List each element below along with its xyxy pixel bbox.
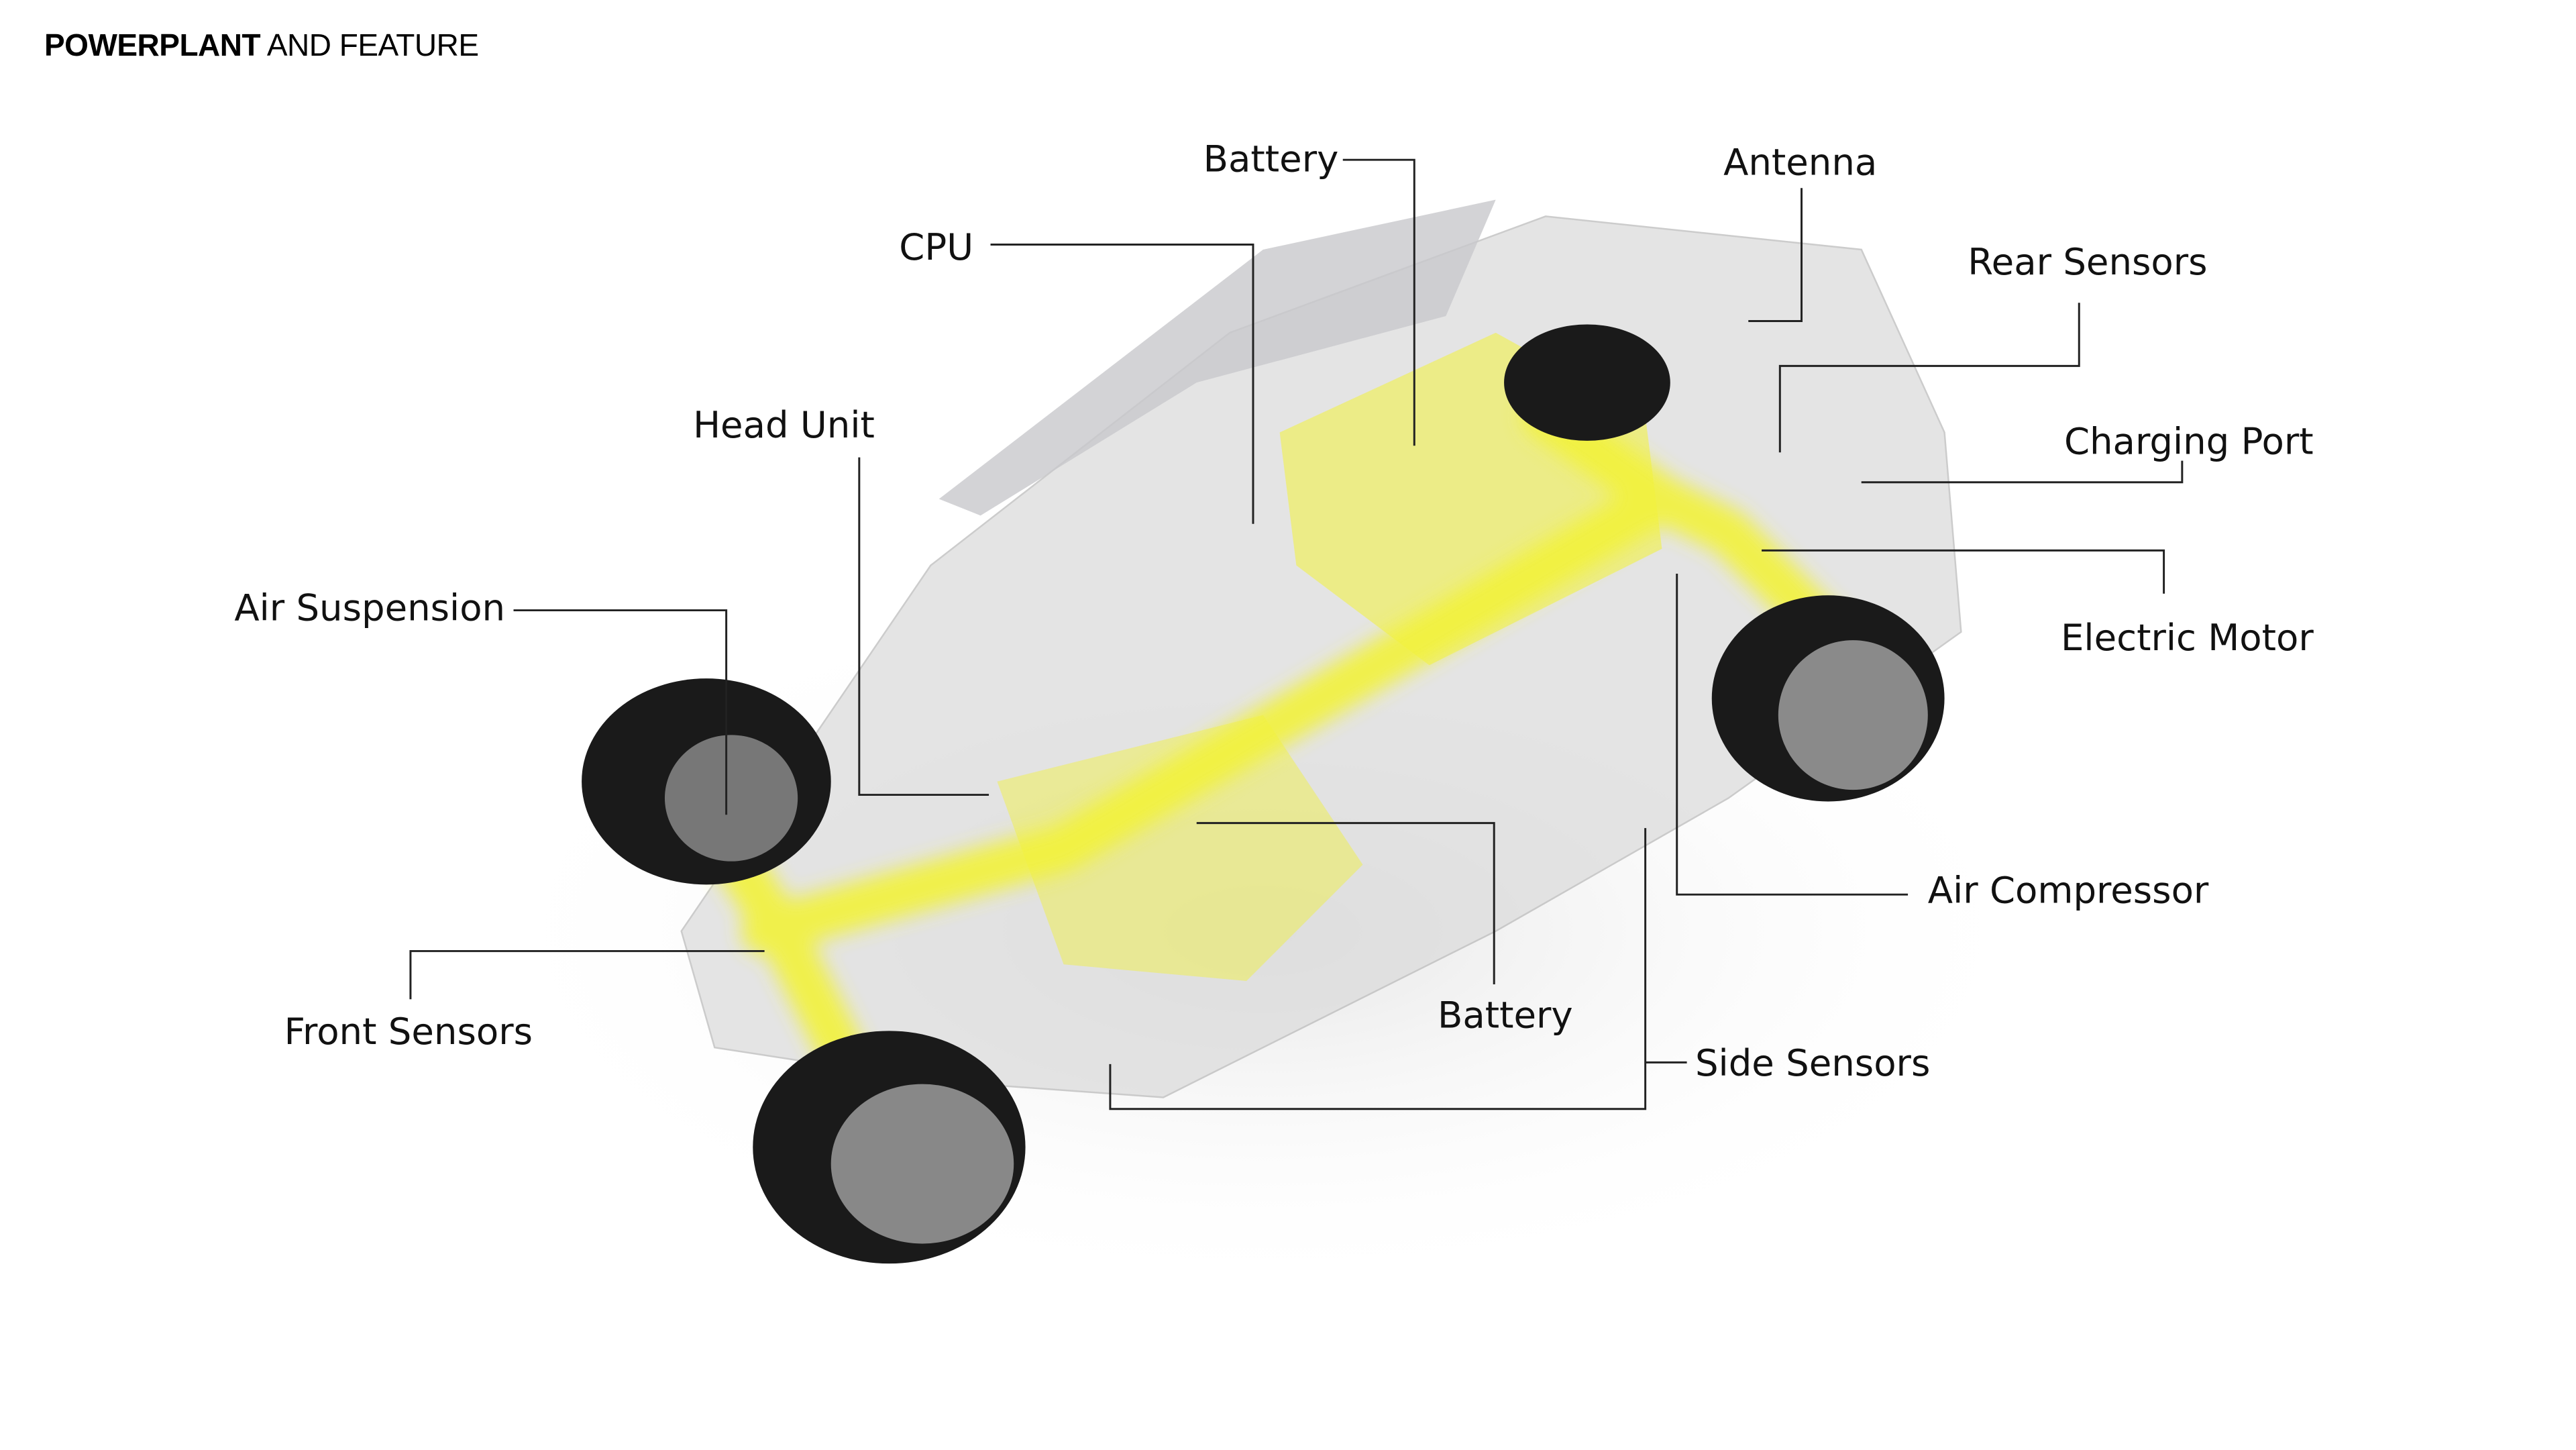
page-title: POWERPLANT AND FEATURE: [44, 27, 479, 63]
labels: Battery Antenna CPU Rear Sensors Head Un…: [234, 138, 2314, 1085]
label-side-sensors: Side Sensors: [1695, 1041, 1930, 1084]
label-head-unit: Head Unit: [693, 403, 875, 446]
label-rear-sensors: Rear Sensors: [1968, 240, 2207, 283]
leader-battery-bottom: [1196, 822, 1495, 984]
battery-pack-bottom: [997, 715, 1363, 982]
leader-air-suspension: [513, 609, 728, 815]
leader-charging-port: [1861, 460, 2184, 484]
label-charging-port: Charging Port: [2064, 420, 2314, 463]
leader-rear-sensors: [1778, 303, 2080, 453]
leader-side-sensors-bracket: [1109, 828, 1647, 1110]
label-electric-motor: Electric Motor: [2061, 616, 2314, 659]
label-air-compressor: Air Compressor: [1928, 869, 2209, 912]
rear-wing: [938, 199, 1496, 516]
leader-front-sensors: [409, 949, 765, 1000]
label-cpu: CPU: [899, 225, 973, 268]
label-front-sensors: Front Sensors: [284, 1010, 533, 1053]
title-rest: AND FEATURE: [266, 28, 479, 62]
leader-antenna: [1748, 188, 1803, 322]
leader-battery-top: [1342, 158, 1415, 446]
label-battery-bottom: Battery: [1438, 993, 1573, 1036]
label-antenna: Antenna: [1723, 140, 1877, 183]
leader-lines: [409, 158, 2184, 1110]
leader-electric-motor: [1762, 549, 2165, 594]
label-air-suspension: Air Suspension: [234, 586, 505, 629]
label-battery-top: Battery: [1203, 138, 1339, 180]
leader-cpu: [990, 244, 1254, 524]
wheel-front-right: [753, 1031, 1026, 1264]
leader-head-unit: [858, 457, 989, 796]
wheel-rear-left: [1504, 324, 1670, 441]
wheel-front-left: [582, 678, 831, 885]
wheel-rear-right: [1711, 595, 1945, 802]
car-illustration: [465, 199, 2061, 1297]
leader-air-compressor: [1676, 574, 1909, 896]
title-bold: POWERPLANT: [44, 28, 261, 62]
